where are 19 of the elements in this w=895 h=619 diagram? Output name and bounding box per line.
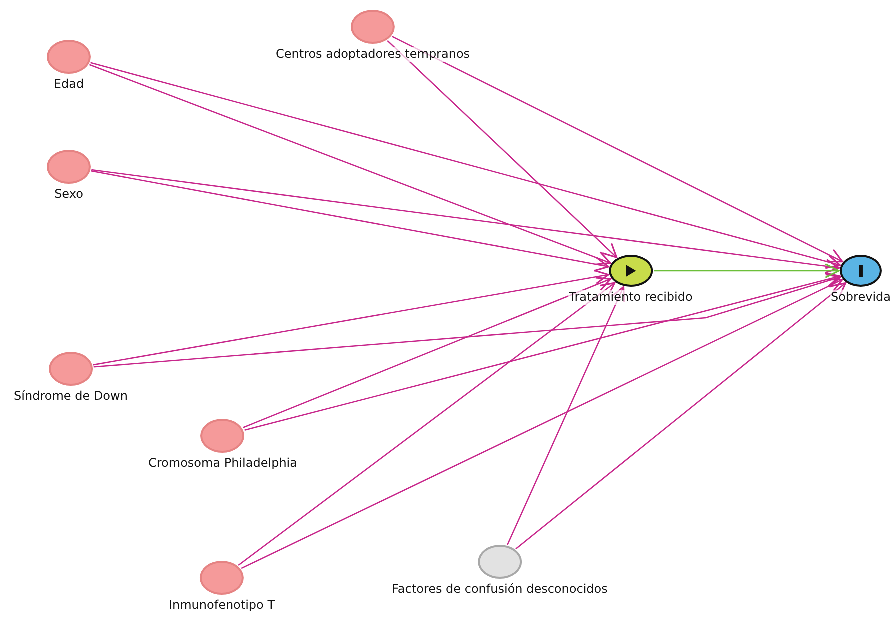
arrow xyxy=(392,36,844,263)
arrow xyxy=(516,282,847,550)
arrow xyxy=(387,40,618,258)
arrow xyxy=(91,170,610,272)
arrow xyxy=(94,274,842,368)
arrow xyxy=(241,278,844,570)
arrow xyxy=(507,286,626,546)
node-label: Centros adoptadores tempranos xyxy=(274,47,472,62)
arrow xyxy=(238,282,616,566)
arrow xyxy=(90,62,842,270)
node-label: Cromosoma Philadelphia xyxy=(148,456,298,471)
arrow xyxy=(244,272,841,431)
arrow xyxy=(93,270,610,366)
arrow xyxy=(654,264,840,278)
arrow xyxy=(92,169,840,274)
arrow xyxy=(243,277,612,428)
node-label: Inmunofenotipo T xyxy=(168,598,276,613)
arrow xyxy=(89,64,612,266)
node-label: Tratamiento recibido xyxy=(568,290,694,305)
